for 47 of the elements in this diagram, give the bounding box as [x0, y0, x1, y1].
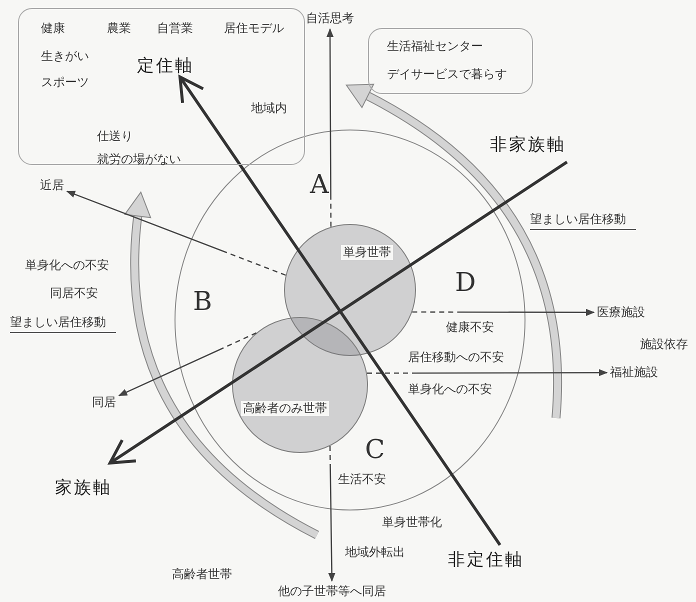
end-label: 医療施設 — [597, 305, 645, 320]
axis-label: 非家族軸 — [490, 135, 566, 155]
quadrant-letter: C — [365, 435, 385, 465]
annotation-text: 単身世帯化 — [382, 515, 442, 530]
annotation-text: 生活不安 — [338, 472, 386, 487]
arrow — [118, 332, 257, 396]
end-label: 他の子世帯等へ同居 — [278, 584, 386, 599]
note-box — [18, 8, 305, 165]
arrow — [367, 369, 608, 376]
end-label: 同居 — [92, 395, 116, 410]
underlined-note: 望ましい居住移動 — [10, 315, 116, 333]
axis-label: 家族軸 — [55, 478, 112, 498]
box-text: 健康 — [41, 21, 65, 36]
box-text: 生きがい — [41, 49, 89, 64]
axis-label: 非定住軸 — [448, 550, 524, 570]
quadrant-letter: B — [193, 287, 212, 317]
box-text: 就労の場がない — [97, 152, 181, 167]
annotation-text: 単身化への不安 — [25, 258, 109, 273]
box-text: 自営業 — [157, 21, 193, 36]
box-text: 農業 — [107, 21, 131, 36]
annotation-text: 単身化への不安 — [408, 382, 492, 397]
arrow — [412, 308, 595, 316]
end-label: 自活思考 — [306, 11, 354, 26]
circle-label: 高齢者のみ世帯 — [241, 401, 329, 416]
axis-label: 定住軸 — [137, 56, 194, 76]
quadrant-letter: A — [310, 170, 329, 200]
box-text: デイサービスで暮らす — [387, 67, 507, 82]
annotation-text: 地域外転出 — [345, 545, 405, 560]
annotation-text: 高齢者世帯 — [172, 567, 232, 582]
circle-label: 単身世帯 — [341, 245, 393, 260]
end-label: 福祉施設 — [610, 365, 658, 380]
underlined-note: 望ましい居住移動 — [530, 212, 636, 230]
annotation-text: 健康不安 — [446, 320, 494, 335]
box-text: 仕送り — [97, 129, 133, 144]
arrow — [328, 446, 336, 582]
box-text: 居住モデル — [224, 21, 284, 36]
arrow — [66, 190, 286, 276]
box-text: 生活福祉センター — [387, 39, 483, 54]
annotation-text: 居住移動への不安 — [408, 350, 504, 365]
box-text: 地域内 — [251, 101, 287, 116]
annotation-text: 施設依存 — [640, 337, 688, 352]
box-text: スポーツ — [41, 75, 89, 90]
note-box — [368, 28, 533, 94]
end-label: 近居 — [40, 178, 64, 193]
annotation-text: 同居不安 — [50, 286, 98, 301]
quadrant-letter: D — [455, 268, 476, 298]
arrow — [326, 28, 334, 227]
